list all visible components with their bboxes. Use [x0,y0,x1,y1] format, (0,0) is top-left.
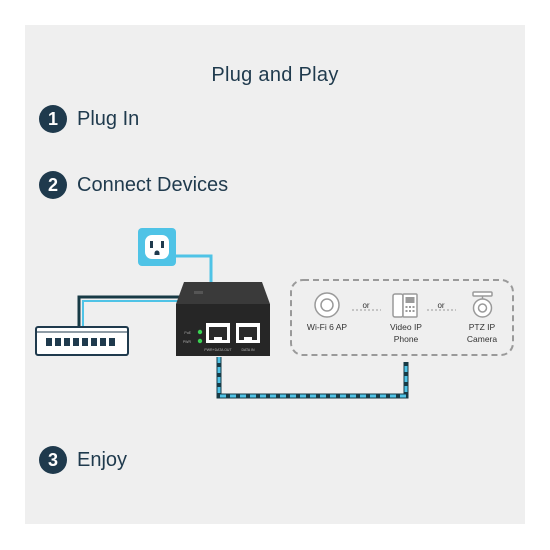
device-label-camera-line1: PTZ IP [469,322,496,332]
ptz-camera-icon [472,291,493,318]
wall-outlet-icon [138,228,176,266]
devices-dashed-box [290,279,514,356]
pwr-led-label: PWR [183,340,192,344]
step-number-badge: 3 [39,446,67,474]
injector-top [176,282,270,304]
poe-cable-dashed [217,357,408,398]
device-label-ap: Wi-Fi 6 AP [307,322,347,332]
device-label-phone-line2: Phone [394,334,419,344]
or-separator-2: or [427,301,456,311]
port-out-label: PWR+DATA OUT [204,348,232,352]
poe-injector: PoE PWR PWR+DATA OUT DATA IN [176,282,270,356]
access-point-icon [314,292,340,318]
step-3: 3 Enjoy [39,446,127,474]
poe-led [197,329,203,335]
pwr-led [197,338,203,344]
device-label-phone-line1: Video IP [390,322,422,332]
step-label: Plug In [77,107,140,130]
device-label-camera-line2: Camera [467,334,498,344]
svg-text:or: or [362,301,369,310]
injector-logo [194,291,203,294]
page-title: Plug and Play [211,64,339,86]
svg-text:or: or [437,301,444,310]
data-cable-dark [77,295,195,330]
cables [77,248,409,399]
step-label: Enjoy [77,448,128,471]
network-switch-icon [35,326,129,356]
port-in-label: DATA IN [241,348,255,352]
ethernet-port-out [206,323,230,343]
background-panel [25,25,525,524]
or-separator-1: or [352,301,381,311]
step-label: Connect Devices [77,173,229,196]
ethernet-port-in [236,323,260,343]
poe-led-label: PoE [184,331,191,335]
step-number-badge: 2 [39,171,67,199]
video-phone-icon [392,293,418,318]
data-cable-light [82,300,180,330]
step-number-badge: 1 [39,105,67,133]
poe-cable-outer [216,357,409,399]
step-1: 1 Plug In [39,105,139,133]
step-2: 2 Connect Devices [39,171,228,199]
